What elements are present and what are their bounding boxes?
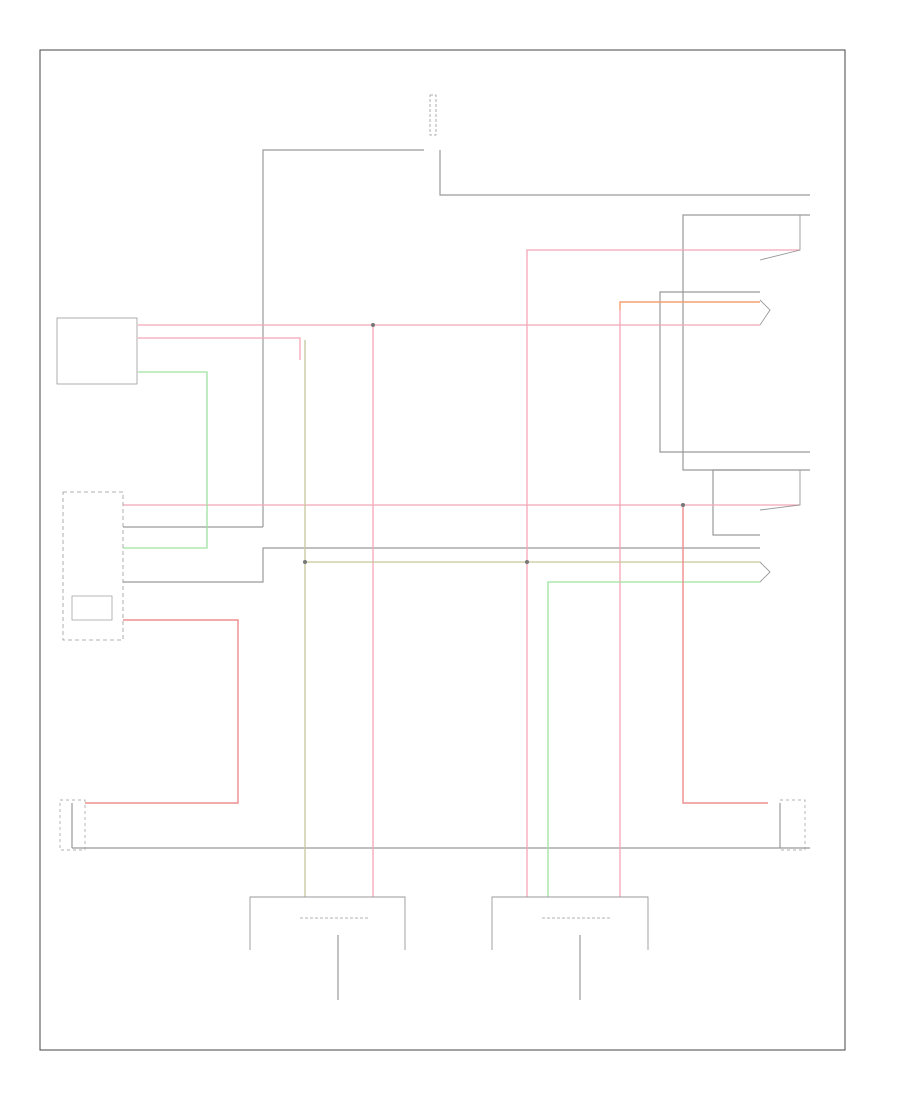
wire-pink-relay-feed — [526, 249, 800, 897]
diagram-frame — [39, 49, 846, 1051]
lock-relay-box — [62, 491, 124, 641]
wire-fuse-return — [439, 150, 810, 196]
right-door-lock-actuator — [779, 799, 806, 851]
left-door-lock-switch — [249, 896, 406, 950]
wire-yellowgreen-bus — [304, 340, 760, 897]
splice-junction — [371, 323, 375, 327]
wire-relay-box-left-a — [682, 214, 810, 471]
control-module — [56, 317, 138, 385]
lower-lock-relay — [759, 469, 801, 583]
wire-relay-lower-box — [712, 469, 760, 536]
wire-module-bus-upper — [123, 547, 760, 583]
left-door-lock-actuator — [59, 799, 86, 851]
wire-orange-relay — [619, 301, 760, 310]
splice-junction — [525, 560, 529, 564]
wire-green-right-switch — [547, 581, 760, 897]
splice-junction — [303, 560, 307, 564]
upper-lock-relay — [759, 214, 801, 326]
wire-green-module-link — [123, 371, 208, 549]
wire-red-right-lock — [682, 505, 768, 804]
right-door-lock-switch — [491, 896, 649, 950]
top-fuse — [429, 94, 437, 136]
wire-relay-box-left-b — [659, 291, 810, 453]
wire-red-left-lock — [85, 619, 239, 804]
splice-junction — [681, 503, 685, 507]
wire-module-pink-lower — [138, 337, 301, 360]
wire-fuse-feed-vertical — [262, 149, 424, 527]
